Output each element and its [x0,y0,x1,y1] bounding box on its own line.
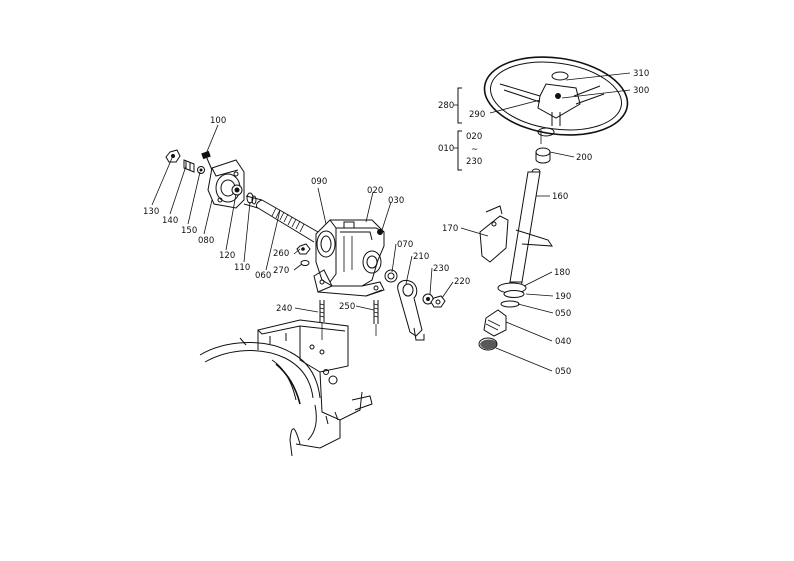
label-tilde: ~ [471,145,478,155]
label-270: 270 [273,266,289,276]
label-020: 020 [367,186,383,196]
steering-column [505,130,551,297]
pitman-arm-210 [397,279,425,341]
label-290: 290 [469,110,485,120]
part-labels: 100 130 140 150 080 120 110 060 090 020 … [143,69,649,377]
adjuster-260 [296,243,311,255]
bearing-070 [384,269,398,283]
bearing-120 [231,184,243,196]
label-230-b: 230 [466,157,482,167]
steering-wheel [483,56,629,137]
label-150: 150 [181,226,197,236]
label-220: 220 [454,277,470,287]
label-030: 030 [388,196,404,206]
label-010: 010 [438,144,454,154]
stud-240 [319,300,325,340]
bolt-100 [201,150,213,171]
label-100: 100 [210,116,226,126]
label-250: 250 [339,302,355,312]
label-070: 070 [397,240,413,250]
washer-150 [197,166,205,174]
label-110: 110 [234,263,250,273]
adjusting-screw-140 [183,159,195,173]
label-170: 170 [442,224,458,234]
label-140: 140 [162,216,178,226]
label-310: 310 [633,69,649,79]
steering-gear-box [313,219,385,297]
label-280: 280 [438,101,454,111]
stud-250 [373,300,379,336]
leader-lines [151,72,631,372]
label-260: 260 [273,249,289,259]
label-240: 240 [276,304,292,314]
column-lower-parts [478,282,527,351]
label-080: 080 [198,236,214,246]
label-090: 090 [311,177,327,187]
lock-nut-130 [165,149,181,163]
worm-bearing-housing [207,159,245,209]
nut-220 [430,295,446,308]
label-180: 180 [554,268,570,278]
label-040: 040 [555,337,571,347]
label-210: 210 [413,252,429,262]
label-200: 200 [576,153,592,163]
label-160: 160 [552,192,568,202]
label-130: 130 [143,207,159,217]
worm-shaft [243,195,319,243]
label-020-b: 020 [466,132,482,142]
label-300: 300 [633,86,649,96]
label-120: 120 [219,251,235,261]
label-060: 060 [255,271,271,281]
washer-270 [300,260,310,266]
label-050-b: 050 [555,367,571,377]
filler-plug-030 [377,229,383,235]
label-050-a: 050 [555,309,571,319]
front-axle-housing [199,319,373,457]
group-brackets [454,87,462,171]
column-bracket-170 [479,205,553,263]
label-230-a: 230 [433,264,449,274]
label-190: 190 [555,292,571,302]
